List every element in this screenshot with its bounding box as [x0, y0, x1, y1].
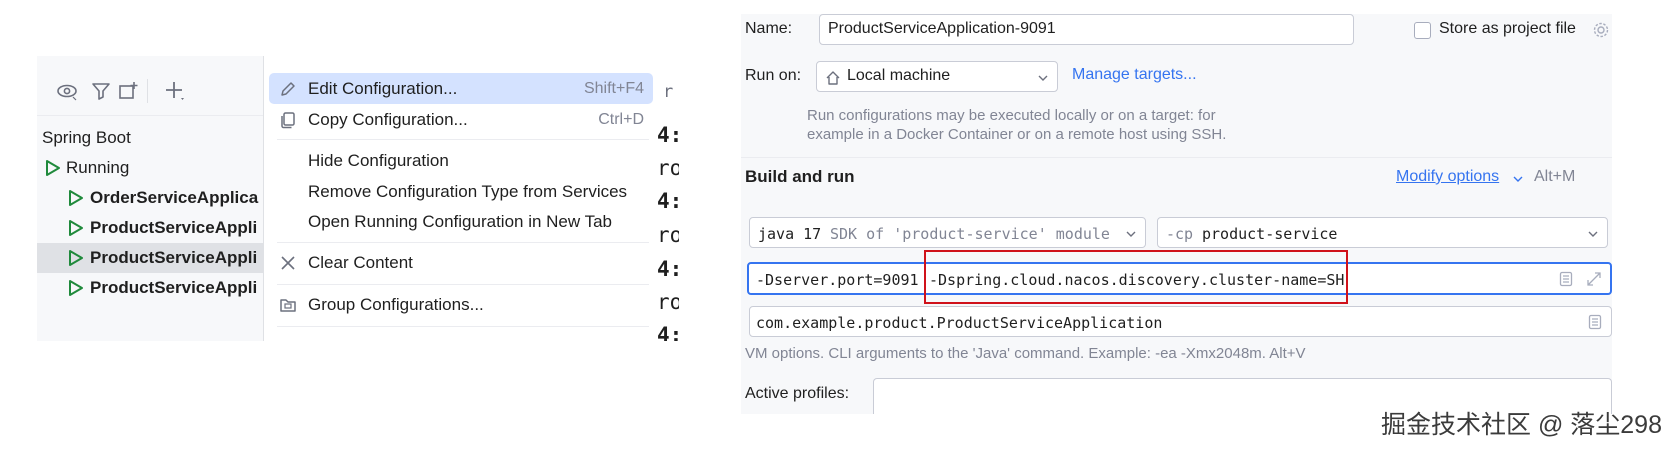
- vm-options-hint: VM options. CLI arguments to the 'Java' …: [745, 344, 1306, 363]
- chevron-down-icon: [1038, 73, 1048, 83]
- copy-icon: [279, 111, 297, 129]
- menu-separator: [277, 139, 649, 140]
- chevron-down-icon: [1588, 229, 1598, 239]
- tree-node-label: ProductServiceAppli: [90, 248, 257, 268]
- console-text: ro: [657, 290, 679, 314]
- store-as-project-file-checkbox[interactable]: [1414, 22, 1431, 39]
- main-class-value: com.example.product.ProductServiceApplic…: [756, 314, 1162, 332]
- section-divider: [741, 157, 1612, 158]
- context-menu: Edit Configuration... Shift+F4 Copy Conf…: [263, 56, 657, 341]
- run-toolbar: [37, 56, 263, 116]
- menu-item-edit-configuration[interactable]: Edit Configuration... Shift+F4: [269, 73, 653, 104]
- toolbar-divider: [147, 79, 148, 103]
- classpath-flag: -cp: [1166, 225, 1193, 243]
- menu-item-group-configurations[interactable]: Group Configurations...: [269, 289, 653, 320]
- menu-item-shortcut: Shift+F4: [584, 80, 644, 98]
- run-on-hint-line: example in a Docker Container or on a re…: [807, 125, 1226, 144]
- tree-node-label: ProductServiceAppli: [90, 278, 257, 298]
- console-text: 4:: [657, 123, 679, 147]
- console-text: ro: [657, 156, 679, 180]
- tree-node-spring-boot[interactable]: Spring Boot: [37, 123, 263, 153]
- watermark: 掘金技术社区 @ 落尘298: [1381, 405, 1662, 441]
- jdk-description: SDK of 'product-service' module: [830, 225, 1110, 243]
- modify-options-link[interactable]: Modify options: [1396, 168, 1499, 186]
- menu-item-label: Group Configurations...: [308, 295, 484, 315]
- store-as-project-file-label: Store as project file: [1439, 20, 1576, 38]
- eye-icon[interactable]: [56, 80, 78, 102]
- chevron-down-icon: [1126, 229, 1136, 239]
- tree-node-label: Spring Boot: [42, 128, 131, 148]
- menu-item-copy-configuration[interactable]: Copy Configuration... Ctrl+D: [269, 104, 653, 135]
- build-and-run-title: Build and run: [745, 167, 855, 187]
- tree-node-order-service[interactable]: OrderServiceApplica: [37, 183, 263, 213]
- menu-item-label: Remove Configuration Type from Services: [308, 182, 627, 202]
- menu-item-shortcut: Ctrl+D: [598, 111, 644, 129]
- tree-node-label: ProductServiceAppli: [90, 218, 257, 238]
- manage-targets-link[interactable]: Manage targets...: [1072, 66, 1197, 84]
- menu-item-label: Open Running Configuration in New Tab: [308, 212, 612, 232]
- tree-node-product-service[interactable]: ProductServiceAppli: [37, 213, 263, 243]
- menu-item-open-running-configuration[interactable]: Open Running Configuration in New Tab: [269, 206, 653, 237]
- modify-options-shortcut: Alt+M: [1534, 168, 1575, 186]
- menu-item-label: Clear Content: [308, 253, 413, 273]
- console-text: 4:: [657, 189, 679, 213]
- jdk-dropdown[interactable]: java 17 SDK of 'product-service' module: [749, 217, 1146, 248]
- name-field[interactable]: ProductServiceApplication-9091: [819, 14, 1354, 45]
- classpath-module: product-service: [1202, 225, 1337, 243]
- menu-item-label: Copy Configuration...: [308, 110, 468, 130]
- chevron-down-icon: [1513, 174, 1523, 184]
- tree-node-label: OrderServiceApplica: [90, 188, 258, 208]
- run-icon: [68, 249, 84, 267]
- tree-node-label: Running: [66, 158, 129, 178]
- menu-item-clear-content[interactable]: Clear Content: [269, 247, 653, 278]
- vm-option-server-port: -Dserver.port=9091: [756, 271, 919, 289]
- home-icon: [825, 70, 841, 86]
- console-text: r: [663, 82, 673, 102]
- highlight-annotation-box: [924, 250, 1348, 304]
- classpath-dropdown[interactable]: -cp product-service: [1157, 217, 1608, 248]
- active-profiles-label: Active profiles:: [745, 385, 849, 403]
- console-text: ro: [657, 223, 679, 247]
- console-text: 4:: [657, 257, 679, 281]
- gear-icon[interactable]: [1592, 21, 1610, 39]
- name-field-value: ProductServiceApplication-9091: [828, 20, 1056, 38]
- menu-separator: [277, 242, 649, 243]
- main-class-field[interactable]: com.example.product.ProductServiceApplic…: [749, 306, 1612, 337]
- run-icon: [68, 219, 84, 237]
- folder-icon: [279, 296, 297, 314]
- pencil-icon: [279, 80, 297, 98]
- run-on-value: Local machine: [847, 67, 950, 85]
- menu-item-hide-configuration[interactable]: Hide Configuration: [269, 145, 653, 176]
- run-configuration-panel: Name: ProductServiceApplication-9091 Sto…: [741, 14, 1612, 414]
- expand-icon[interactable]: [1586, 271, 1602, 287]
- filter-icon[interactable]: [90, 80, 112, 102]
- console-output: r 4: ro 4: ro 4: ro 4:: [657, 56, 679, 341]
- jdk-version: java 17: [758, 225, 821, 243]
- menu-item-label: Edit Configuration...: [308, 79, 457, 99]
- tree-node-product-service-selected[interactable]: ProductServiceAppli: [37, 243, 263, 273]
- run-icon: [68, 279, 84, 297]
- name-label: Name:: [745, 20, 792, 38]
- menu-item-label: Hide Configuration: [308, 151, 449, 171]
- menu-separator: [277, 284, 649, 285]
- new-tab-icon[interactable]: [117, 80, 139, 102]
- run-icon: [45, 159, 61, 177]
- add-icon[interactable]: [164, 80, 186, 102]
- close-icon: [279, 254, 297, 272]
- tree-node-running[interactable]: Running: [37, 153, 263, 183]
- run-icon: [68, 189, 84, 207]
- menu-separator: [277, 326, 649, 327]
- tree-node-product-service[interactable]: ProductServiceAppli: [37, 273, 263, 303]
- run-on-dropdown[interactable]: Local machine: [816, 61, 1058, 92]
- run-on-label: Run on:: [745, 67, 801, 85]
- document-icon[interactable]: [1587, 314, 1603, 330]
- document-icon[interactable]: [1558, 271, 1574, 287]
- console-text: 4:: [657, 323, 679, 341]
- menu-item-remove-configuration-type[interactable]: Remove Configuration Type from Services: [269, 176, 653, 207]
- run-on-hint-line: Run configurations may be executed local…: [807, 106, 1216, 125]
